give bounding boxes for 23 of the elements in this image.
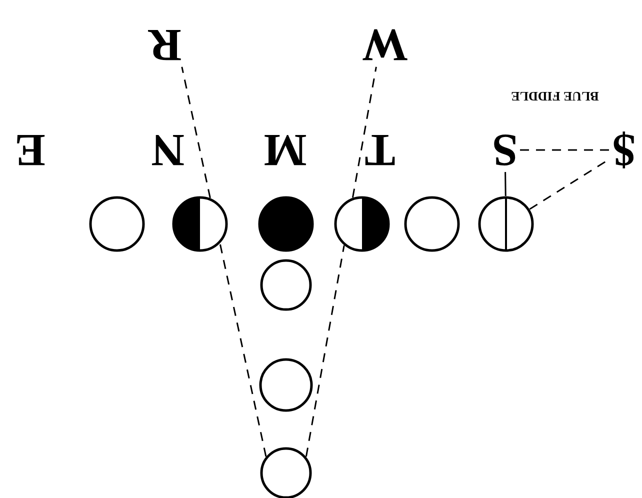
player-circle <box>172 196 228 252</box>
player-circle <box>478 196 534 252</box>
position-letter: N <box>147 128 189 172</box>
position-letter: R <box>145 23 185 67</box>
position-letter: T <box>360 128 400 172</box>
player-circle <box>260 259 312 311</box>
position-letter: $ <box>609 128 639 172</box>
play-name: BLUE FIDDLE <box>511 88 599 104</box>
route-line <box>504 172 506 196</box>
player-circle <box>89 196 145 252</box>
player-circle <box>258 196 314 252</box>
dashed-route-line <box>520 149 609 151</box>
player-circle <box>259 358 313 412</box>
position-letter: W <box>359 23 411 67</box>
dashed-route-line <box>305 245 345 457</box>
position-letter: S <box>490 128 520 172</box>
position-letter: M <box>258 128 312 172</box>
player-circle <box>334 196 390 252</box>
dashed-route-line <box>181 66 211 198</box>
position-letter: E <box>14 128 46 172</box>
dashed-route-line <box>352 66 377 198</box>
player-circle <box>404 196 460 252</box>
dashed-route-line <box>219 243 267 457</box>
